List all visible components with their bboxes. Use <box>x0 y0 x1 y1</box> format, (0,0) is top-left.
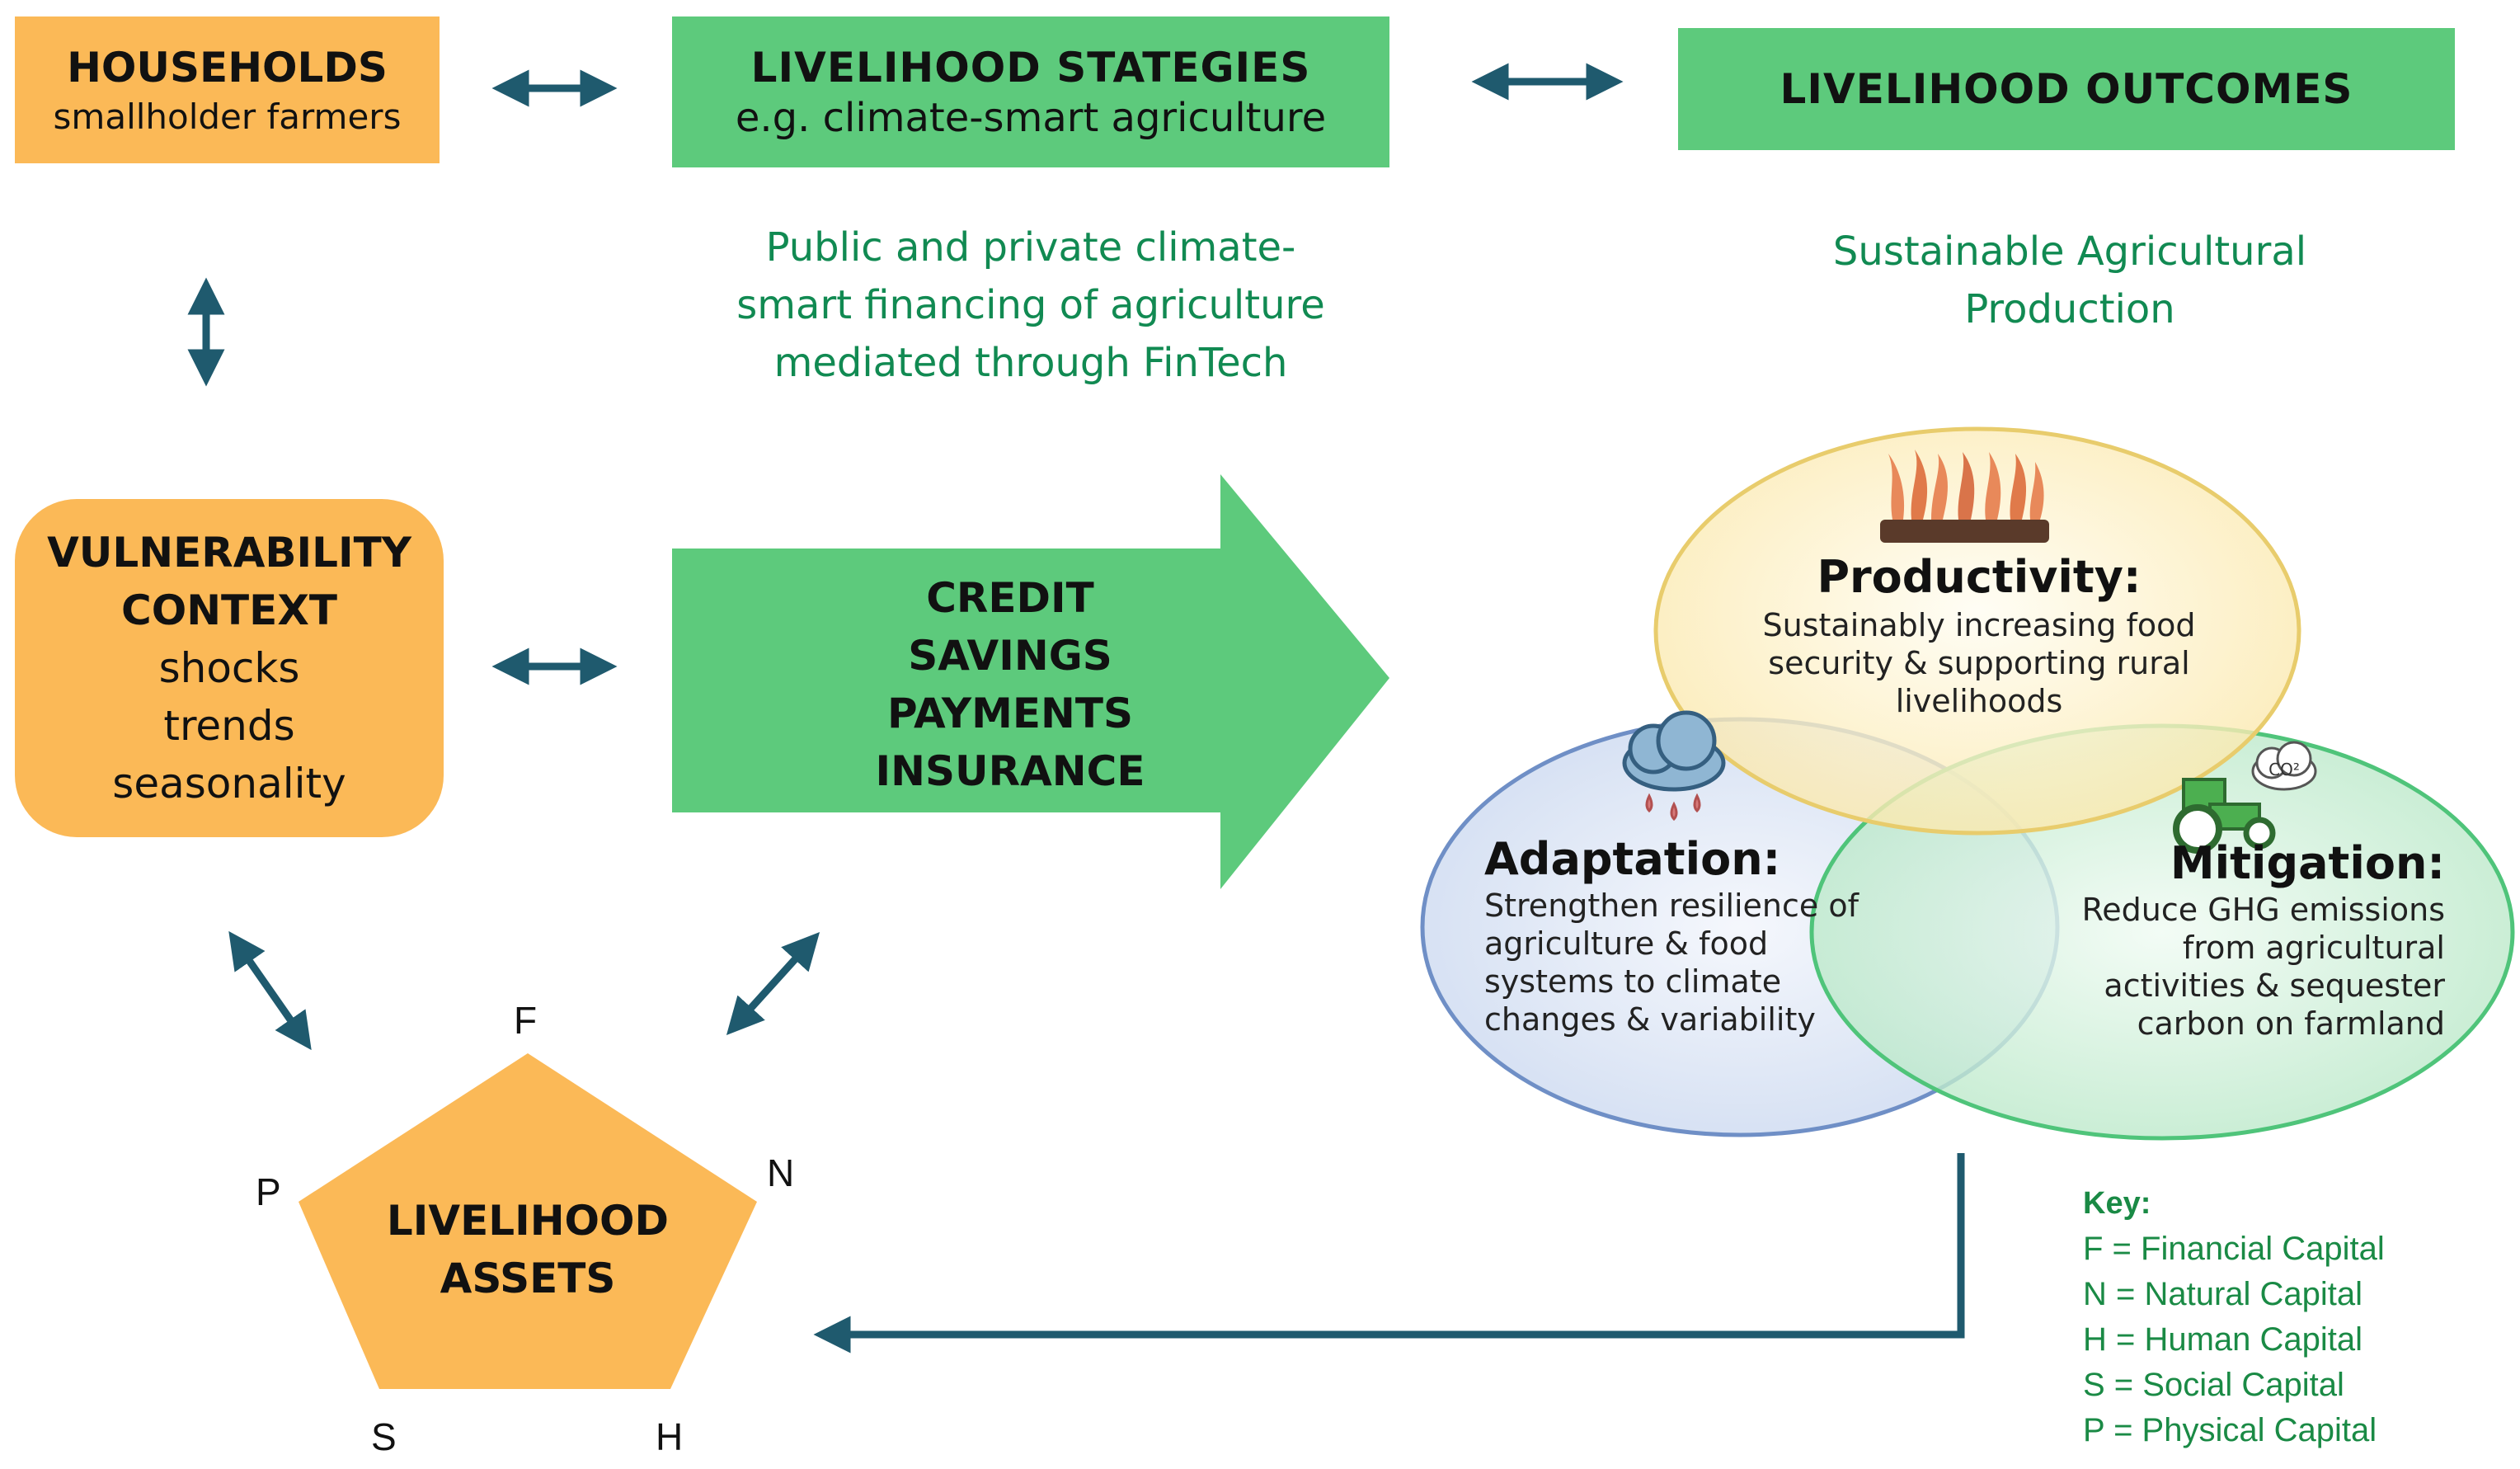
service-label: PAYMENTS <box>886 690 1134 737</box>
sustainable-caption-line: Sustainable Agricultural <box>1832 228 2307 275</box>
vulnerability-item: trends <box>163 702 295 750</box>
key-item: H = Human Capital <box>2083 1321 2363 1358</box>
sustainable-caption-line: Production <box>1964 286 2175 332</box>
assets-pentagon <box>299 1053 757 1389</box>
vulnerability-assets-arrow <box>228 930 312 1051</box>
financing-caption-line: Public and private climate- <box>765 224 1296 271</box>
vulnerability-title-line: VULNERABILITY <box>47 529 411 577</box>
vertex-label-n: N <box>767 1151 795 1194</box>
adaptation-title: Adaptation: <box>1484 833 1781 885</box>
mitigation-desc-line: activities & sequester <box>2104 968 2445 1004</box>
productivity-text: Productivity: Sustainably increasing foo… <box>1732 551 2226 720</box>
rain-cloud-icon <box>1622 710 1726 822</box>
mitigation-title: Mitigation: <box>2170 837 2445 889</box>
co2-label: CO² <box>2268 760 2300 779</box>
households-box: HOUSEHOLDS smallholder farmers <box>15 16 440 163</box>
financing-caption-line: mediated through FinTech <box>773 340 1288 386</box>
strategies-title: LIVELIHOOD STATEGIES <box>750 43 1311 92</box>
adaptation-desc-line: changes & variability <box>1484 1001 1816 1038</box>
vulnerability-item: shocks <box>158 644 300 692</box>
assets-title-line: ASSETS <box>440 1255 616 1302</box>
mitigation-desc-line: carbon on farmland <box>2137 1005 2445 1042</box>
vertex-label-p: P <box>256 1170 281 1213</box>
adaptation-desc-line: agriculture & food <box>1484 925 1769 962</box>
key-item: S = Social Capital <box>2083 1367 2344 1403</box>
legend-key: Key: F = Financial Capital N = Natural C… <box>2083 1181 2385 1453</box>
key-title: Key: <box>2083 1186 2151 1221</box>
adaptation-desc: Strengthen resilience of agriculture & f… <box>1484 887 1880 1038</box>
productivity-title: Productivity: <box>1817 551 2142 603</box>
productivity-desc-line: security & supporting rural <box>1768 645 2190 681</box>
vulnerability-item: seasonality <box>112 760 346 807</box>
services-arrow-shape <box>672 474 1389 889</box>
mitigation-desc-line: from agricultural <box>2182 930 2445 966</box>
mitigation-desc: Reduce GHG emissions from agricultural a… <box>2037 891 2445 1043</box>
vulnerability-box: VULNERABILITY CONTEXT shocks trends seas… <box>15 499 444 837</box>
service-label: INSURANCE <box>875 747 1145 795</box>
key-item: N = Natural Capital <box>2083 1276 2363 1312</box>
productivity-desc: Sustainably increasing food security & s… <box>1732 606 2226 720</box>
households-subtitle: smallholder farmers <box>53 96 402 137</box>
financing-caption-line: smart financing of agriculture <box>736 282 1325 328</box>
strategies-box: LIVELIHOOD STATEGIES e.g. climate-smart … <box>672 16 1389 167</box>
adaptation-desc-line: systems to climate <box>1484 963 1782 1000</box>
vertex-label-s: S <box>371 1415 397 1458</box>
vertex-label-f: F <box>514 999 538 1042</box>
adaptation-text: Adaptation: Strengthen resilience of agr… <box>1484 833 1880 1038</box>
assets-labels: LIVELIHOOD ASSETS <box>346 1188 709 1311</box>
outcomes-title: LIVELIHOOD OUTCOMES <box>1780 65 2353 113</box>
assets-services-arrow <box>726 931 820 1036</box>
vulnerability-title-line: CONTEXT <box>121 586 337 634</box>
key-item: P = Physical Capital <box>2083 1412 2377 1448</box>
productivity-desc-line: Sustainably increasing food <box>1762 607 2196 643</box>
services-labels: CREDIT SAVINGS PAYMENTS INSURANCE <box>841 561 1179 808</box>
co2-cloud-icon: CO² <box>2251 741 2317 791</box>
households-title: HOUSEHOLDS <box>67 43 388 92</box>
mitigation-text: Mitigation: Reduce GHG emissions from ag… <box>2037 837 2445 1043</box>
financing-caption: Public and private climate- smart financ… <box>676 219 1385 392</box>
productivity-circle <box>1653 426 2301 836</box>
productivity-desc-line: livelihoods <box>1895 683 2063 719</box>
vertex-label-h: H <box>656 1415 684 1458</box>
assets-title-line: LIVELIHOOD <box>386 1197 670 1245</box>
mitigation-desc-line: Reduce GHG emissions <box>2081 892 2445 928</box>
sustainable-caption: Sustainable Agricultural Production <box>1732 223 2408 338</box>
outcomes-feedback-arrow <box>813 1153 1965 1354</box>
crops-icon <box>1880 450 2049 543</box>
service-label: CREDIT <box>926 574 1094 622</box>
service-label: SAVINGS <box>908 632 1112 680</box>
adaptation-desc-line: Strengthen resilience of <box>1484 888 1859 924</box>
key-item: F = Financial Capital <box>2083 1231 2385 1267</box>
outcomes-box: LIVELIHOOD OUTCOMES <box>1678 28 2455 150</box>
strategies-subtitle: e.g. climate-smart agriculture <box>735 94 1327 141</box>
tractor-icon <box>2173 778 2276 854</box>
